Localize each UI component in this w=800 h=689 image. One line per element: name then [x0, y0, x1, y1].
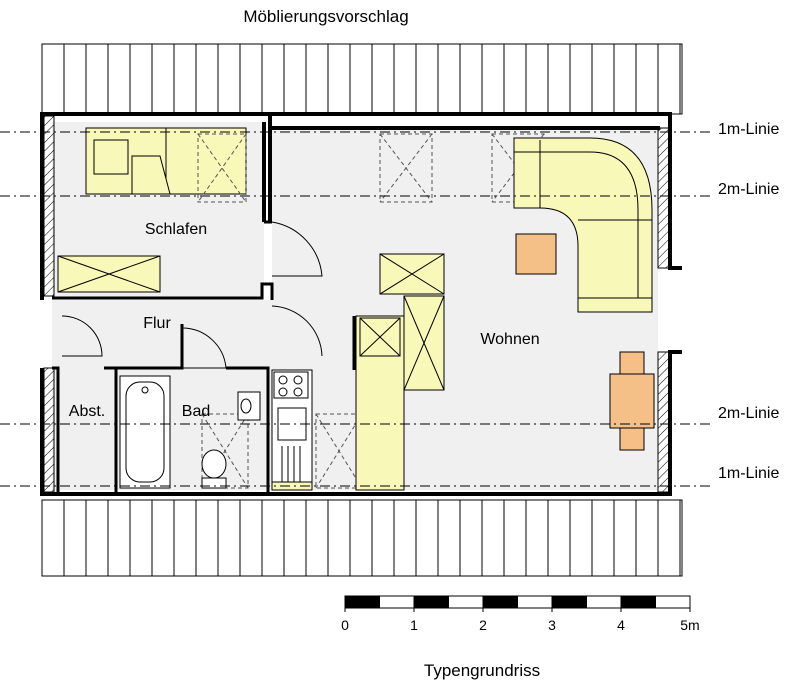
kitchen: [271, 369, 313, 491]
scale-bar-ticks: 0 1 2 3 4 5m: [341, 608, 700, 633]
height-line-label: 2m-Linie: [718, 405, 779, 422]
scale-bar-segment: [517, 595, 553, 609]
height-line-label: 2m-Linie: [718, 181, 779, 198]
roof-top: [41, 43, 683, 115]
scale-bar-segment: [551, 595, 587, 609]
height-line-label: 1m-Linie: [718, 121, 779, 138]
room-label-flur: Flur: [143, 315, 171, 332]
scale-bar-segment: [655, 595, 691, 609]
interior-walls: [52, 220, 356, 492]
room-label-bad: Bad: [182, 403, 210, 420]
living-furniture: [355, 137, 655, 491]
scale-tick-label: 2: [479, 617, 487, 633]
scale-tick-label: 3: [548, 617, 556, 633]
height-lines: [0, 131, 710, 487]
height-line-label: 1m-Linie: [718, 465, 779, 482]
scale-tick-label: 1: [410, 617, 418, 633]
room-label-wohnen: Wohnen: [480, 331, 539, 348]
scale-tick-label: 5m: [680, 617, 699, 633]
plan-caption: Typengrundriss: [424, 661, 540, 680]
scale-bar-segment: [586, 595, 622, 609]
plan-title: Möblierungsvorschlag: [243, 7, 408, 26]
scale-bar: [344, 595, 691, 609]
scale-bar-segment: [620, 595, 656, 609]
bedroom-furniture: [57, 127, 247, 293]
scale-tick-label: 0: [341, 617, 349, 633]
room-label-schlafen: Schlafen: [145, 221, 207, 238]
scale-bar-segment: [344, 595, 380, 609]
scale-tick-label: 4: [617, 617, 625, 633]
scale-bar-segment: [482, 595, 518, 609]
hatched-walls: [43, 115, 671, 493]
scale-bar-segment: [379, 595, 415, 609]
bathroom-fixtures: [119, 375, 261, 489]
room-label-abst: Abst.: [69, 403, 105, 420]
scale-bar-segment: [413, 595, 449, 609]
doors: [61, 221, 323, 369]
scale-bar-segment: [448, 595, 484, 609]
roof-bottom: [41, 499, 683, 577]
